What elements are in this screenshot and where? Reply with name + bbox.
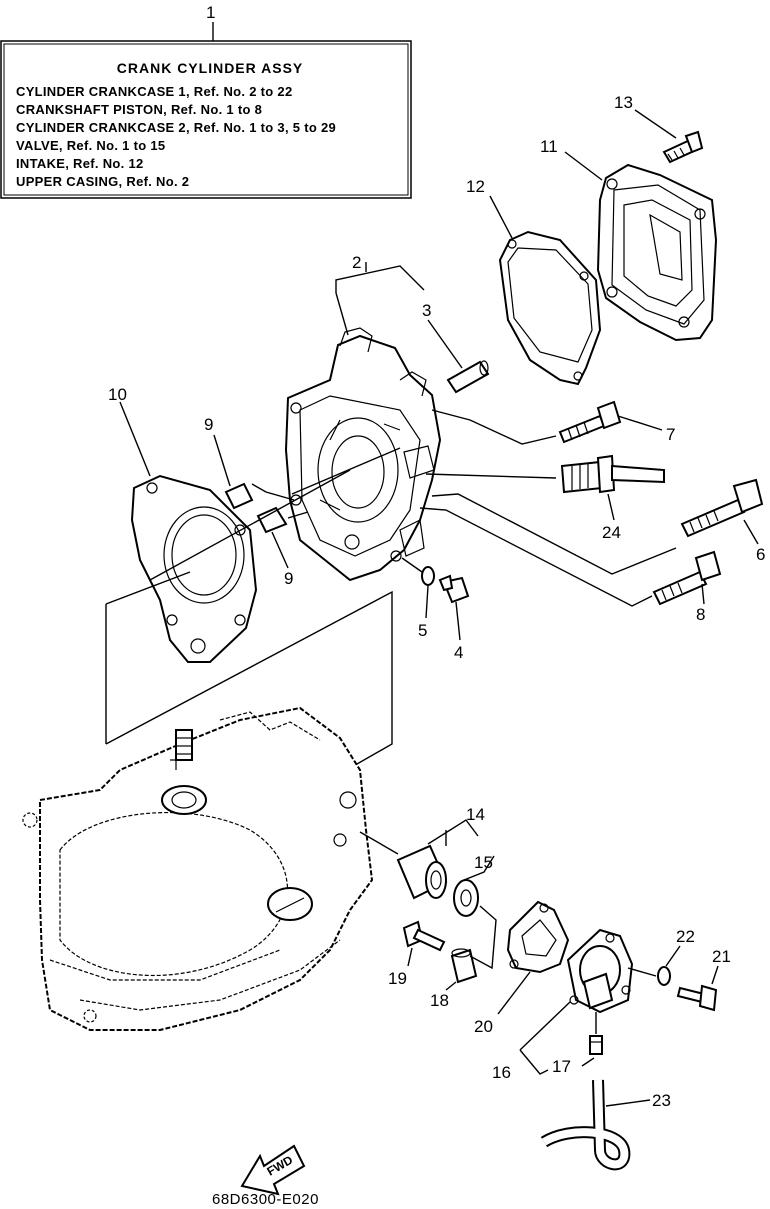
note-line-5: INTAKE, Ref. No. 12 (16, 156, 144, 171)
part-18-collar (450, 948, 478, 984)
part-24-spark-plug (560, 454, 665, 494)
callout-13: 13 (614, 93, 633, 112)
part-9-dowel-upper (224, 482, 254, 510)
callout-2: 2 (352, 253, 361, 272)
part-2-cylinder-head (284, 327, 442, 582)
diagram-code: 68D6300-E020 (212, 1191, 319, 1208)
callout-12: 12 (466, 177, 485, 196)
callout-14: 14 (466, 805, 485, 824)
part-13-bolt (662, 130, 704, 164)
part-21-bolt (676, 984, 718, 1012)
callout-23: 23 (652, 1091, 671, 1110)
part-22-washer (657, 966, 671, 986)
callout-10: 10 (108, 385, 127, 404)
callout-16: 16 (492, 1063, 511, 1082)
callout-8: 8 (696, 605, 705, 624)
part-16-cover (566, 928, 634, 1014)
part-5-washer (421, 566, 435, 586)
callout-1: 1 (206, 3, 215, 22)
callout-21: 21 (712, 947, 731, 966)
part-14-thermostat (396, 844, 448, 900)
part-11-head-cover (596, 163, 718, 342)
note-line-6: UPPER CASING, Ref. No. 2 (16, 174, 189, 189)
callout-4: 4 (454, 643, 463, 662)
callout-6: 6 (756, 545, 765, 564)
assembly-note-box: 1 CRANK CYLINDER ASSY CYLINDER CRANKCASE… (0, 3, 412, 199)
crankcase-block (22, 706, 374, 1031)
callout-20: 20 (474, 1017, 493, 1036)
callout-18: 18 (430, 991, 449, 1010)
callout-24: 24 (602, 523, 621, 542)
part-8-bolt (652, 550, 722, 606)
part-9-dowel-lower (256, 506, 288, 534)
part-3-dowel (446, 360, 490, 394)
part-23-hose (540, 1079, 631, 1171)
part-7-bolt (558, 400, 622, 444)
part-10-head-gasket (130, 474, 258, 663)
note-line-4: VALVE, Ref. No. 1 to 15 (16, 138, 165, 153)
callout-7: 7 (666, 425, 675, 444)
callout-11: 11 (540, 137, 558, 156)
callout-22: 22 (676, 927, 695, 946)
part-20-gasket (506, 900, 570, 974)
note-title: CRANK CYLINDER ASSY (117, 60, 304, 76)
note-line-1: CYLINDER CRANKCASE 1, Ref. No. 2 to 22 (16, 84, 293, 99)
callout-19: 19 (388, 969, 407, 988)
part-17-nozzle (589, 1035, 603, 1055)
callout-9-lower: 9 (284, 569, 293, 588)
part-15-gasket (453, 879, 479, 917)
callout-9-upper: 9 (204, 415, 213, 434)
part-12-gasket (498, 230, 602, 386)
part-19-bolt (402, 920, 446, 952)
callout-3: 3 (422, 301, 431, 320)
callout-5: 5 (418, 621, 427, 640)
callout-17: 17 (552, 1057, 571, 1076)
note-line-2: CRANKSHAFT PISTON, Ref. No. 1 to 8 (16, 102, 262, 117)
part-4-bolt (438, 574, 470, 604)
note-line-3: CYLINDER CRANKCASE 2, Ref. No. 1 to 3, 5… (16, 120, 336, 135)
fwd-arrow-icon: FWD (240, 1144, 306, 1196)
callout-15: 15 (474, 853, 493, 872)
part-6-bolt (680, 478, 764, 538)
